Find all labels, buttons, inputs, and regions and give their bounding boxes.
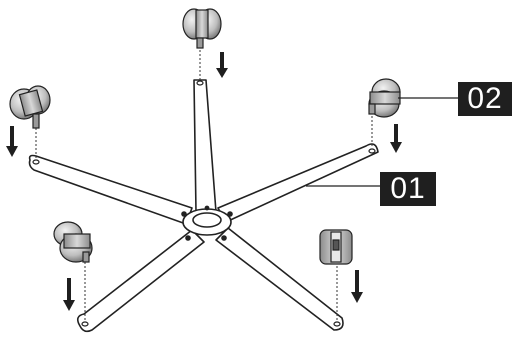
callout-label-02: 02 <box>458 82 512 116</box>
arrow-down-icon <box>390 124 402 153</box>
base-hub-hole <box>193 213 221 227</box>
caster-wheel-right <box>369 79 400 117</box>
base-leg-left <box>30 156 193 225</box>
base-leg-right <box>218 144 378 222</box>
arrow-down-icon <box>6 126 18 157</box>
base-leg-bottom-left <box>78 230 204 331</box>
caster-wheel-left <box>10 86 50 128</box>
base-leg-top <box>194 80 216 212</box>
arrow-down-icon <box>351 270 363 303</box>
callout-label-01: 01 <box>380 172 436 206</box>
star-base <box>30 80 379 331</box>
arrow-down-icon <box>216 52 228 78</box>
caster-wheel-bottom-right <box>320 230 352 264</box>
caster-wheel-top <box>183 9 221 48</box>
caster-wheel-bottom-left <box>54 222 92 262</box>
arrow-down-icon <box>63 278 75 311</box>
